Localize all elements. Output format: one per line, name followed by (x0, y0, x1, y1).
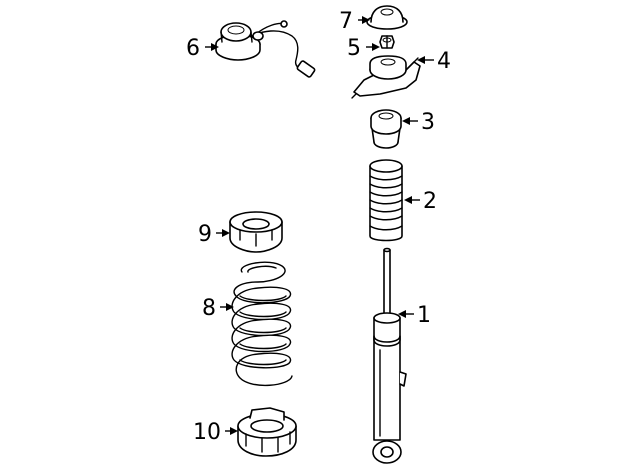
part-3-bump-stop (370, 109, 402, 149)
callout-6: 6 (186, 36, 200, 61)
callout-1: 1 (417, 303, 431, 328)
part-5-nut (379, 35, 395, 49)
callout-7: 7 (339, 9, 353, 34)
callout-2: 2 (423, 189, 437, 214)
callout-5: 5 (347, 36, 361, 61)
part-7-dust-cap (366, 5, 408, 30)
callout-10: 10 (193, 420, 221, 445)
callout-3: 3 (421, 110, 435, 135)
part-1-shock-absorber (372, 247, 407, 464)
callout-8: 8 (202, 296, 216, 321)
part-9-spring-seat (229, 211, 283, 253)
part-10-lower-spring-seat (237, 407, 297, 457)
leader-lines (205, 16, 434, 435)
part-6-sensor (215, 20, 316, 78)
callout-9: 9 (198, 222, 212, 247)
part-4-upper-mount (351, 55, 421, 99)
callout-4: 4 (437, 49, 451, 74)
part-8-coil-spring (231, 261, 293, 387)
callout-labels: 1 2 3 4 5 6 7 8 9 10 (186, 9, 451, 445)
part-2-dust-boot (369, 159, 403, 242)
